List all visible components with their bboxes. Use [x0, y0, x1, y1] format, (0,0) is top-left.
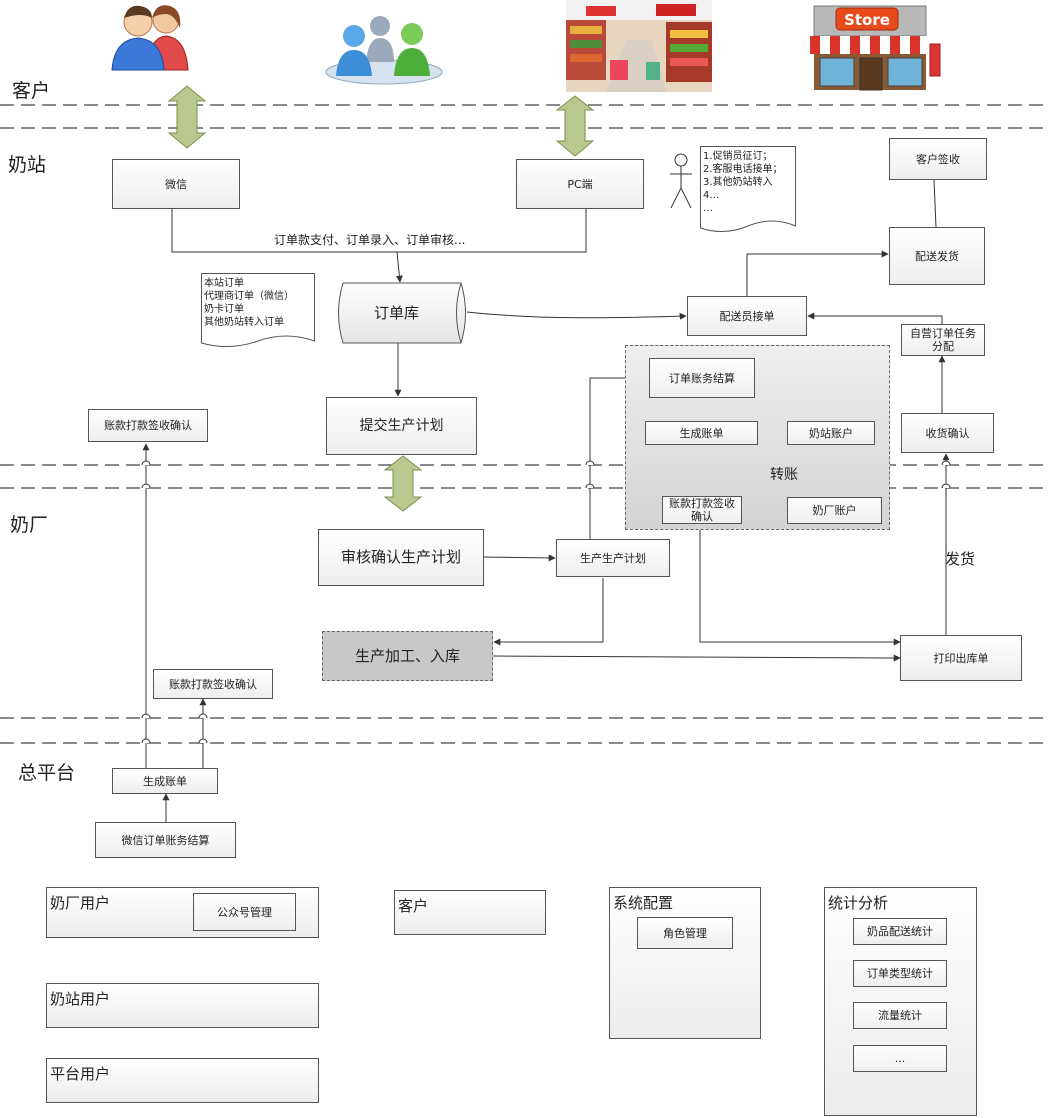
couple-icon [111, 5, 189, 71]
customer-module: 客户 [394, 890, 546, 935]
left-pay-sign-node[interactable]: 账款打款签收确认 [88, 409, 208, 442]
system-config-module: 系统配置 [609, 887, 761, 1039]
order-settle-node[interactable]: 订单账务结算 [649, 358, 755, 398]
lane-factory: 奶厂 [10, 514, 49, 536]
stat-item-order-type[interactable]: 订单类型统计 [853, 960, 947, 987]
order-source-item: 4… [703, 190, 720, 201]
store-sign-text: Store [844, 11, 890, 29]
order-type-item: 奶卡订单 [204, 304, 244, 315]
stat-item-delivery[interactable]: 奶品配送统计 [853, 918, 947, 945]
meeting-icon [325, 16, 443, 85]
order-source-item: 1.促销员征订； [703, 151, 773, 162]
customer-module-title: 客户 [398, 897, 429, 915]
order-db: 订单库 [374, 304, 420, 322]
station-users-title: 奶站用户 [50, 990, 111, 1008]
station-users-module: 奶站用户 [46, 983, 319, 1028]
delivery-node[interactable]: 配送发货 [889, 227, 985, 285]
role-mgmt-item[interactable]: 角色管理 [637, 917, 733, 949]
submit-plan-node[interactable]: 提交生产计划 [326, 397, 477, 455]
order-types-doc: 本站订单 代理商订单（微信） 奶卡订单 其他奶站转入订单 [201, 273, 315, 353]
platform-users-title: 平台用户 [50, 1065, 111, 1083]
stat-item-more[interactable]: ... [853, 1045, 947, 1072]
order-db-shape [338, 282, 466, 344]
lane-station: 奶站 [8, 154, 47, 176]
transfer-label: 转账 [770, 467, 798, 483]
ship-label: 发货 [945, 550, 976, 568]
supermarket-icon [566, 0, 712, 92]
production-node[interactable]: 生产加工、入库 [322, 631, 493, 681]
platform-pay-sign-node[interactable]: 账款打款签收确认 [153, 669, 273, 699]
self-order-task-node[interactable]: 自营订单任务分配 [901, 324, 985, 356]
station-account-node[interactable]: 奶站账户 [787, 421, 875, 445]
customer-sign-node[interactable]: 客户签收 [889, 138, 987, 180]
receive-confirm-node[interactable]: 收货确认 [901, 413, 994, 453]
store-icon: Store [810, 5, 941, 91]
factory-account-node[interactable]: 奶厂账户 [787, 497, 882, 524]
order-source-item: 3.其他奶站转入 [703, 177, 773, 188]
review-plan-node[interactable]: 审核确认生产计划 [318, 529, 484, 586]
platform-users-module: 平台用户 [46, 1058, 319, 1103]
statistics-module: 统计分析 [824, 887, 977, 1116]
order-flow-label: 订单款支付、订单录入、订单审核... [274, 233, 466, 247]
pc-node[interactable]: PC端 [516, 159, 644, 209]
statistics-title: 统计分析 [828, 894, 889, 912]
official-account-mgmt-item[interactable]: 公众号管理 [193, 893, 296, 931]
gen-plan-node[interactable]: 生产生产计划 [556, 539, 670, 577]
factory-users-title: 奶厂用户 [50, 894, 111, 912]
platform-gen-bill-node[interactable]: 生成账单 [112, 768, 218, 794]
system-config-title: 系统配置 [613, 894, 674, 912]
person-icon [670, 153, 692, 209]
order-source-item: 2.客服电话接单； [703, 164, 783, 175]
courier-accept-node[interactable]: 配送员接单 [687, 296, 807, 336]
order-type-item: 本站订单 [204, 278, 244, 289]
wechat-settle-node[interactable]: 微信订单账务结算 [95, 822, 236, 858]
order-source-item: … [703, 203, 713, 214]
double-arrows [167, 85, 595, 512]
order-type-item: 代理商订单（微信） [204, 291, 294, 302]
inner-pay-sign-node[interactable]: 账款打款签收确认 [662, 496, 742, 524]
order-sources-doc: 1.促销员征订； 2.客服电话接单； 3.其他奶站转入 4… … [700, 146, 796, 236]
order-type-item: 其他奶站转入订单 [204, 317, 284, 328]
lane-customer: 客户 [12, 80, 51, 102]
print-out-node[interactable]: 打印出库单 [900, 635, 1022, 681]
lane-platform: 总平台 [18, 762, 76, 784]
stat-item-traffic[interactable]: 流量统计 [853, 1002, 947, 1029]
wechat-node[interactable]: 微信 [112, 159, 240, 209]
gen-bill-node[interactable]: 生成账单 [645, 421, 758, 445]
